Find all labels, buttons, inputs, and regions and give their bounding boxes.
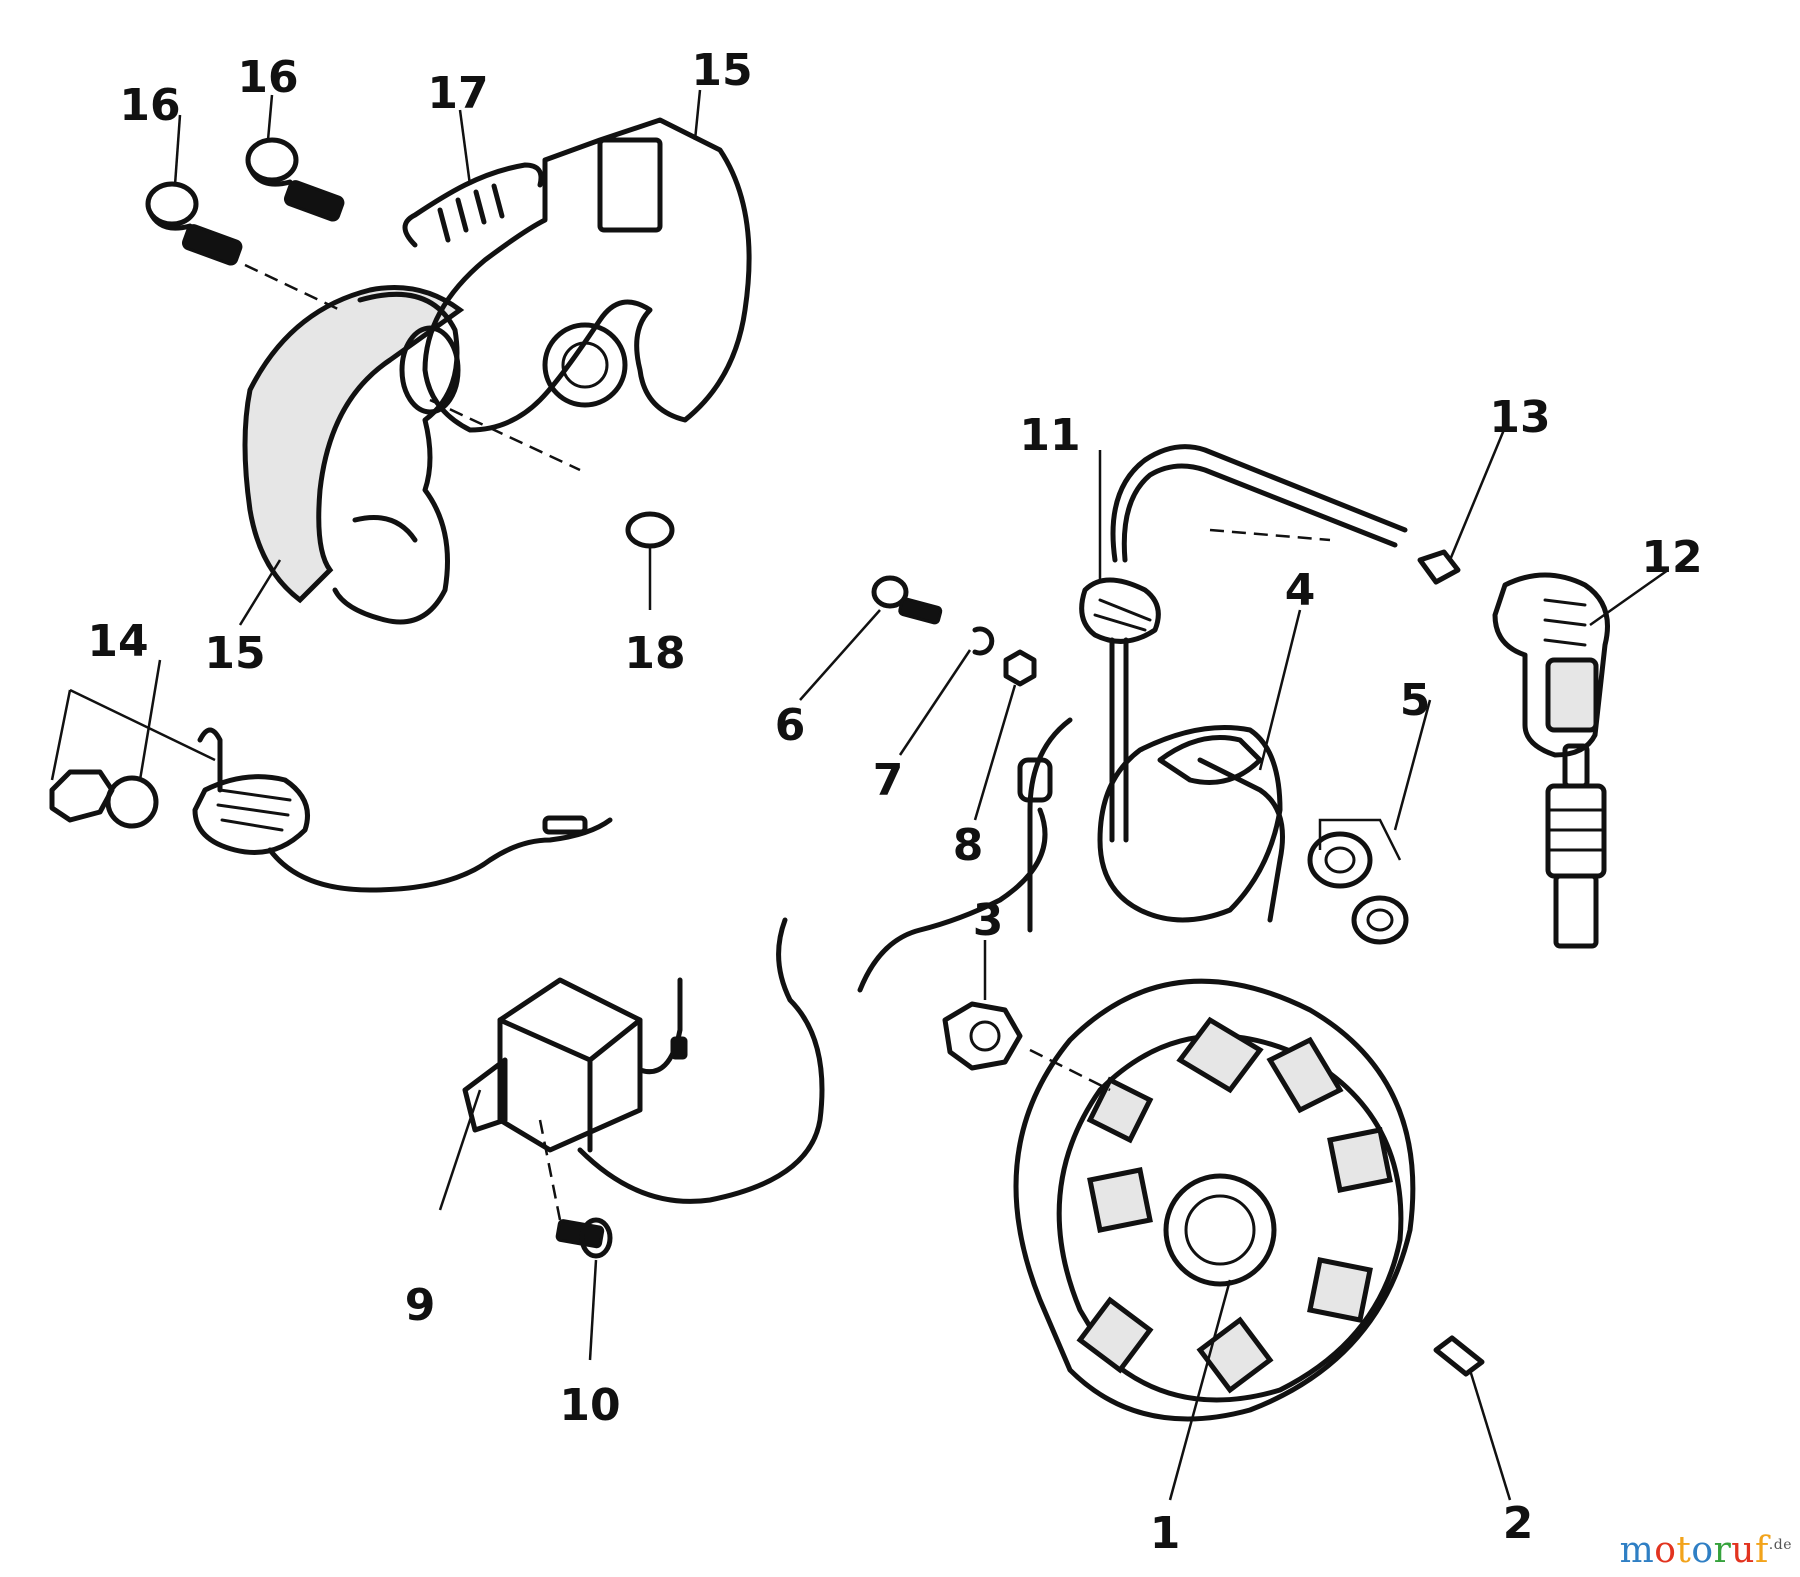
watermark-suffix: .de — [1768, 1537, 1792, 1553]
part-7-clip — [972, 626, 995, 656]
callout-15-upper: 15 — [691, 45, 752, 96]
part-12-spark-boot — [1492, 572, 1610, 758]
callouts: 1 2 3 4 5 6 7 8 9 10 11 12 13 14 15 15 1… — [87, 45, 1702, 1559]
part-13-terminal — [1417, 549, 1461, 585]
callout-1: 1 — [1150, 1508, 1181, 1559]
callout-8: 8 — [953, 820, 984, 871]
callout-16-right: 16 — [237, 52, 298, 103]
callout-10: 10 — [559, 1380, 620, 1431]
callout-14: 14 — [87, 616, 148, 667]
watermark-letter: f — [1754, 1530, 1769, 1571]
callout-5: 5 — [1400, 675, 1431, 726]
part-1-flywheel — [1013, 978, 1416, 1422]
part-17-spring — [402, 162, 544, 248]
part-6-screw — [871, 575, 943, 625]
callout-13: 13 — [1489, 392, 1550, 443]
callout-11: 11 — [1019, 410, 1080, 461]
callout-16-left: 16 — [119, 80, 180, 131]
part-11-lead-clip — [1079, 577, 1161, 644]
callout-4: 4 — [1285, 565, 1316, 616]
callout-2: 2 — [1503, 1498, 1534, 1549]
watermark-letter: o — [1691, 1530, 1714, 1571]
callout-17: 17 — [427, 68, 488, 119]
watermark-letter: o — [1654, 1530, 1677, 1571]
part-16-bolt-left — [145, 181, 243, 266]
part-10-screw — [555, 1217, 613, 1259]
watermark-letter: r — [1713, 1530, 1732, 1571]
part-15-clutch-shoe-upper — [422, 117, 752, 433]
spark-plug — [1545, 743, 1607, 949]
callout-18: 18 — [624, 628, 685, 679]
part-2-key — [1433, 1335, 1485, 1377]
callout-12: 12 — [1641, 532, 1702, 583]
part-8-nut — [1003, 649, 1037, 687]
callout-7: 7 — [873, 755, 904, 806]
leader-lines — [50, 89, 1669, 1501]
part-3-flywheel-nut — [942, 1001, 1023, 1071]
callout-15-lower: 15 — [204, 628, 265, 679]
part-9-ignition-module — [462, 917, 825, 1204]
watermark-letter: t — [1676, 1530, 1692, 1571]
part-14-switch-assembly — [49, 727, 613, 893]
watermark-letter: m — [1619, 1530, 1655, 1571]
part-16-bolt-right — [245, 137, 345, 222]
part-5-bushings — [1307, 818, 1409, 945]
part-15-clutch-shoe-lower — [242, 285, 465, 625]
watermark-letter: u — [1731, 1530, 1755, 1571]
callout-3: 3 — [973, 895, 1004, 946]
part-18-washer — [625, 511, 675, 549]
assembly-lines — [244, 263, 1331, 1221]
brand-watermark: motoruf.de — [1620, 1530, 1792, 1571]
callout-6: 6 — [775, 700, 806, 751]
part-4-ignition-coil — [857, 444, 1408, 993]
callout-9: 9 — [405, 1280, 436, 1331]
